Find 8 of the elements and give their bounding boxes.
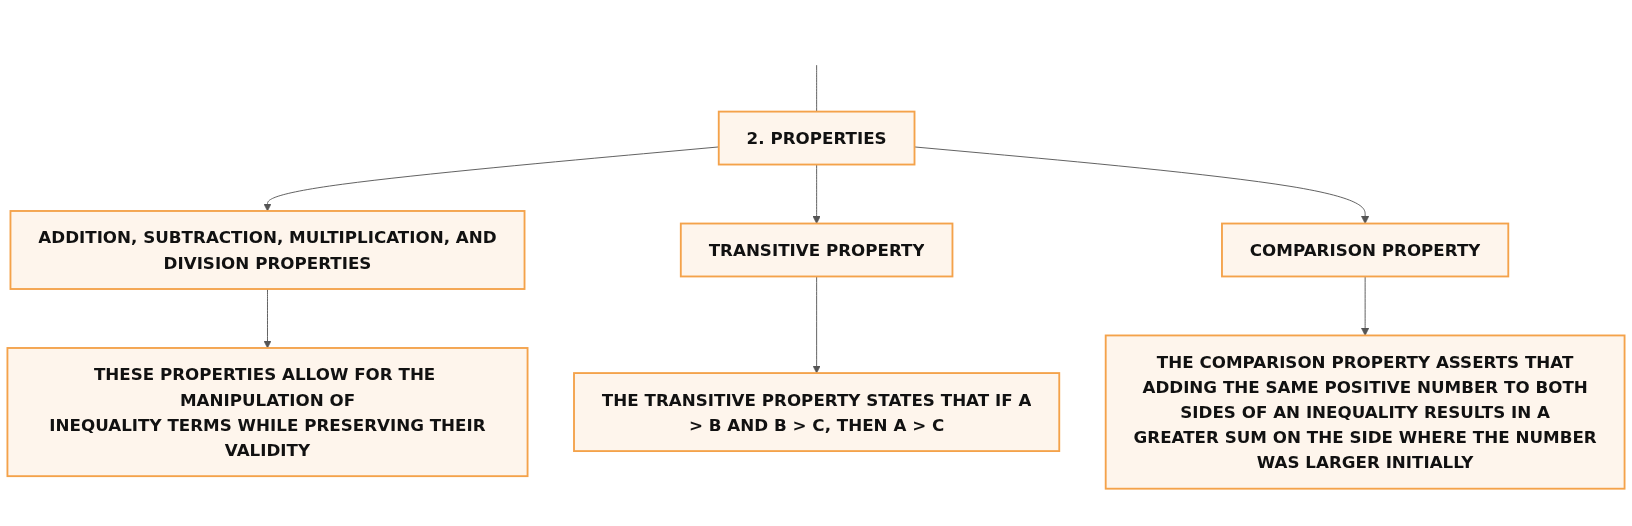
node-box: THESE PROPERTIES ALLOW FOR THE MANIPULATION OF INEQUALITY TERMS WHILE PRESERVING THEIR VALIDITY	[6, 347, 529, 478]
node-box: ADDITION, SUBTRACTION, MULTIPLICATION, AND DIVISION PROPERTIES	[9, 210, 526, 290]
node-box: THE COMPARISON PROPERTY ASSERTS THAT ADDING THE SAME POSITIVE NUMBER TO BOTH SIDES OF AN INEQUALITY RESULTS IN A GREATER SUM ON THE SIDE WHERE THE NUMBER WAS LARGER INITIALLY	[1104, 334, 1626, 490]
node-box: COMPARISON PROPERTY	[1221, 222, 1510, 278]
node-box: 2. PROPERTIES	[717, 110, 916, 166]
connector	[816, 64, 818, 113]
node-box: THE TRANSITIVE PROPERTY STATES THAT IF A > B AND B > C, THEN A > C	[573, 372, 1061, 452]
node-box: TRANSITIVE PROPERTY	[679, 222, 954, 278]
